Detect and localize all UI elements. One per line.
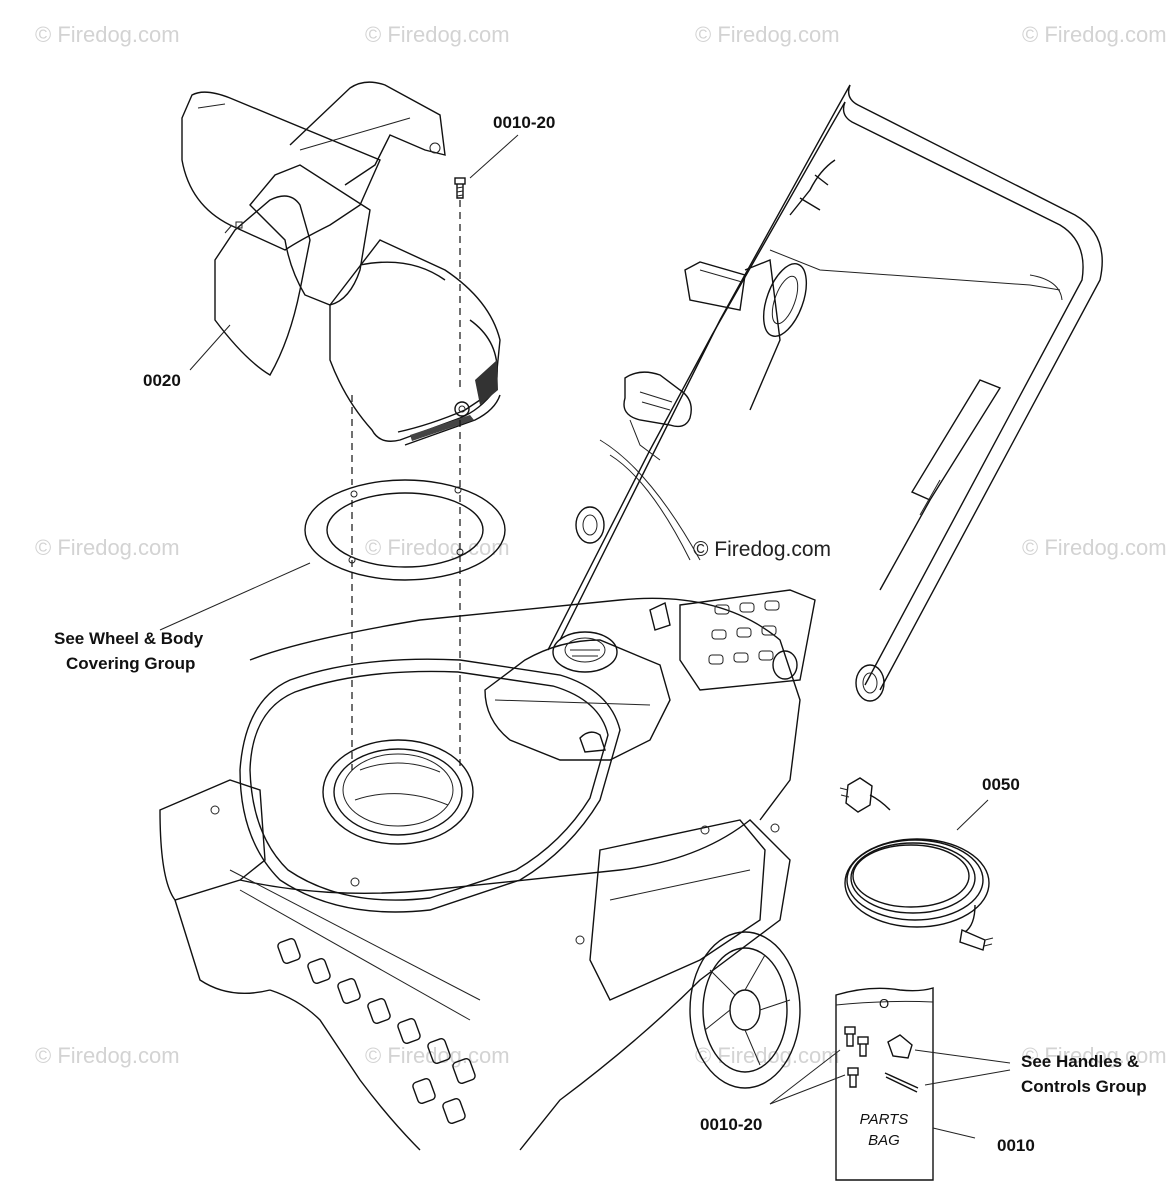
extension-cord-part-0050 — [839, 777, 994, 951]
callout-0010: 0010 — [997, 1136, 1035, 1155]
wheel — [689, 931, 801, 1089]
watermark: © Firedog.com — [35, 22, 180, 47]
watermark: © Firedog.com — [1022, 1043, 1166, 1068]
leader-lines — [159, 134, 1011, 1139]
reference-handles-line2: Controls Group — [1021, 1077, 1147, 1096]
watermark: © Firedog.com — [365, 22, 510, 47]
handle-assembly — [547, 84, 1103, 702]
auger — [229, 869, 481, 1124]
watermark: © Firedog.com — [695, 1043, 840, 1068]
assembly-lines — [351, 200, 461, 770]
snowthrower-body — [159, 589, 816, 1151]
parts-bag-part-0010: O PARTS BAG — [835, 987, 934, 1181]
callout-0020: 0020 — [143, 371, 181, 390]
watermark: © Firedog.com — [695, 22, 840, 47]
callout-0010-20-top: 0010-20 — [493, 113, 555, 132]
watermark-layer: © Firedog.com © Firedog.com © Firedog.co… — [35, 22, 1166, 1068]
reference-wheel-body-line1: See Wheel & Body — [54, 629, 204, 648]
parts-bag-label-line2: BAG — [868, 1132, 900, 1149]
reference-handles-line1: See Handles & — [1021, 1052, 1139, 1071]
parts-bag-hole-label: O — [879, 996, 889, 1011]
callout-0010-20-bottom: 0010-20 — [700, 1115, 762, 1134]
watermark: © Firedog.com — [365, 1043, 510, 1068]
screw-part-0010-20 — [454, 177, 466, 199]
reference-wheel-body-line2: Covering Group — [66, 654, 195, 673]
watermark: © Firedog.com — [35, 535, 180, 560]
center-watermark: © Firedog.com — [693, 538, 831, 561]
watermark: © Firedog.com — [1022, 22, 1166, 47]
callout-0050: 0050 — [982, 775, 1020, 794]
watermark: © Firedog.com — [1022, 535, 1166, 560]
chute-flange-ring — [304, 479, 506, 581]
callout-labels: 0010-20 0020 0050 0010-20 0010 See Wheel… — [54, 113, 1147, 1155]
discharge-chute-part-0020 — [181, 81, 501, 446]
watermark: © Firedog.com — [365, 535, 510, 560]
watermark: © Firedog.com — [35, 1043, 180, 1068]
parts-bag-label-line1: PARTS — [860, 1111, 909, 1128]
